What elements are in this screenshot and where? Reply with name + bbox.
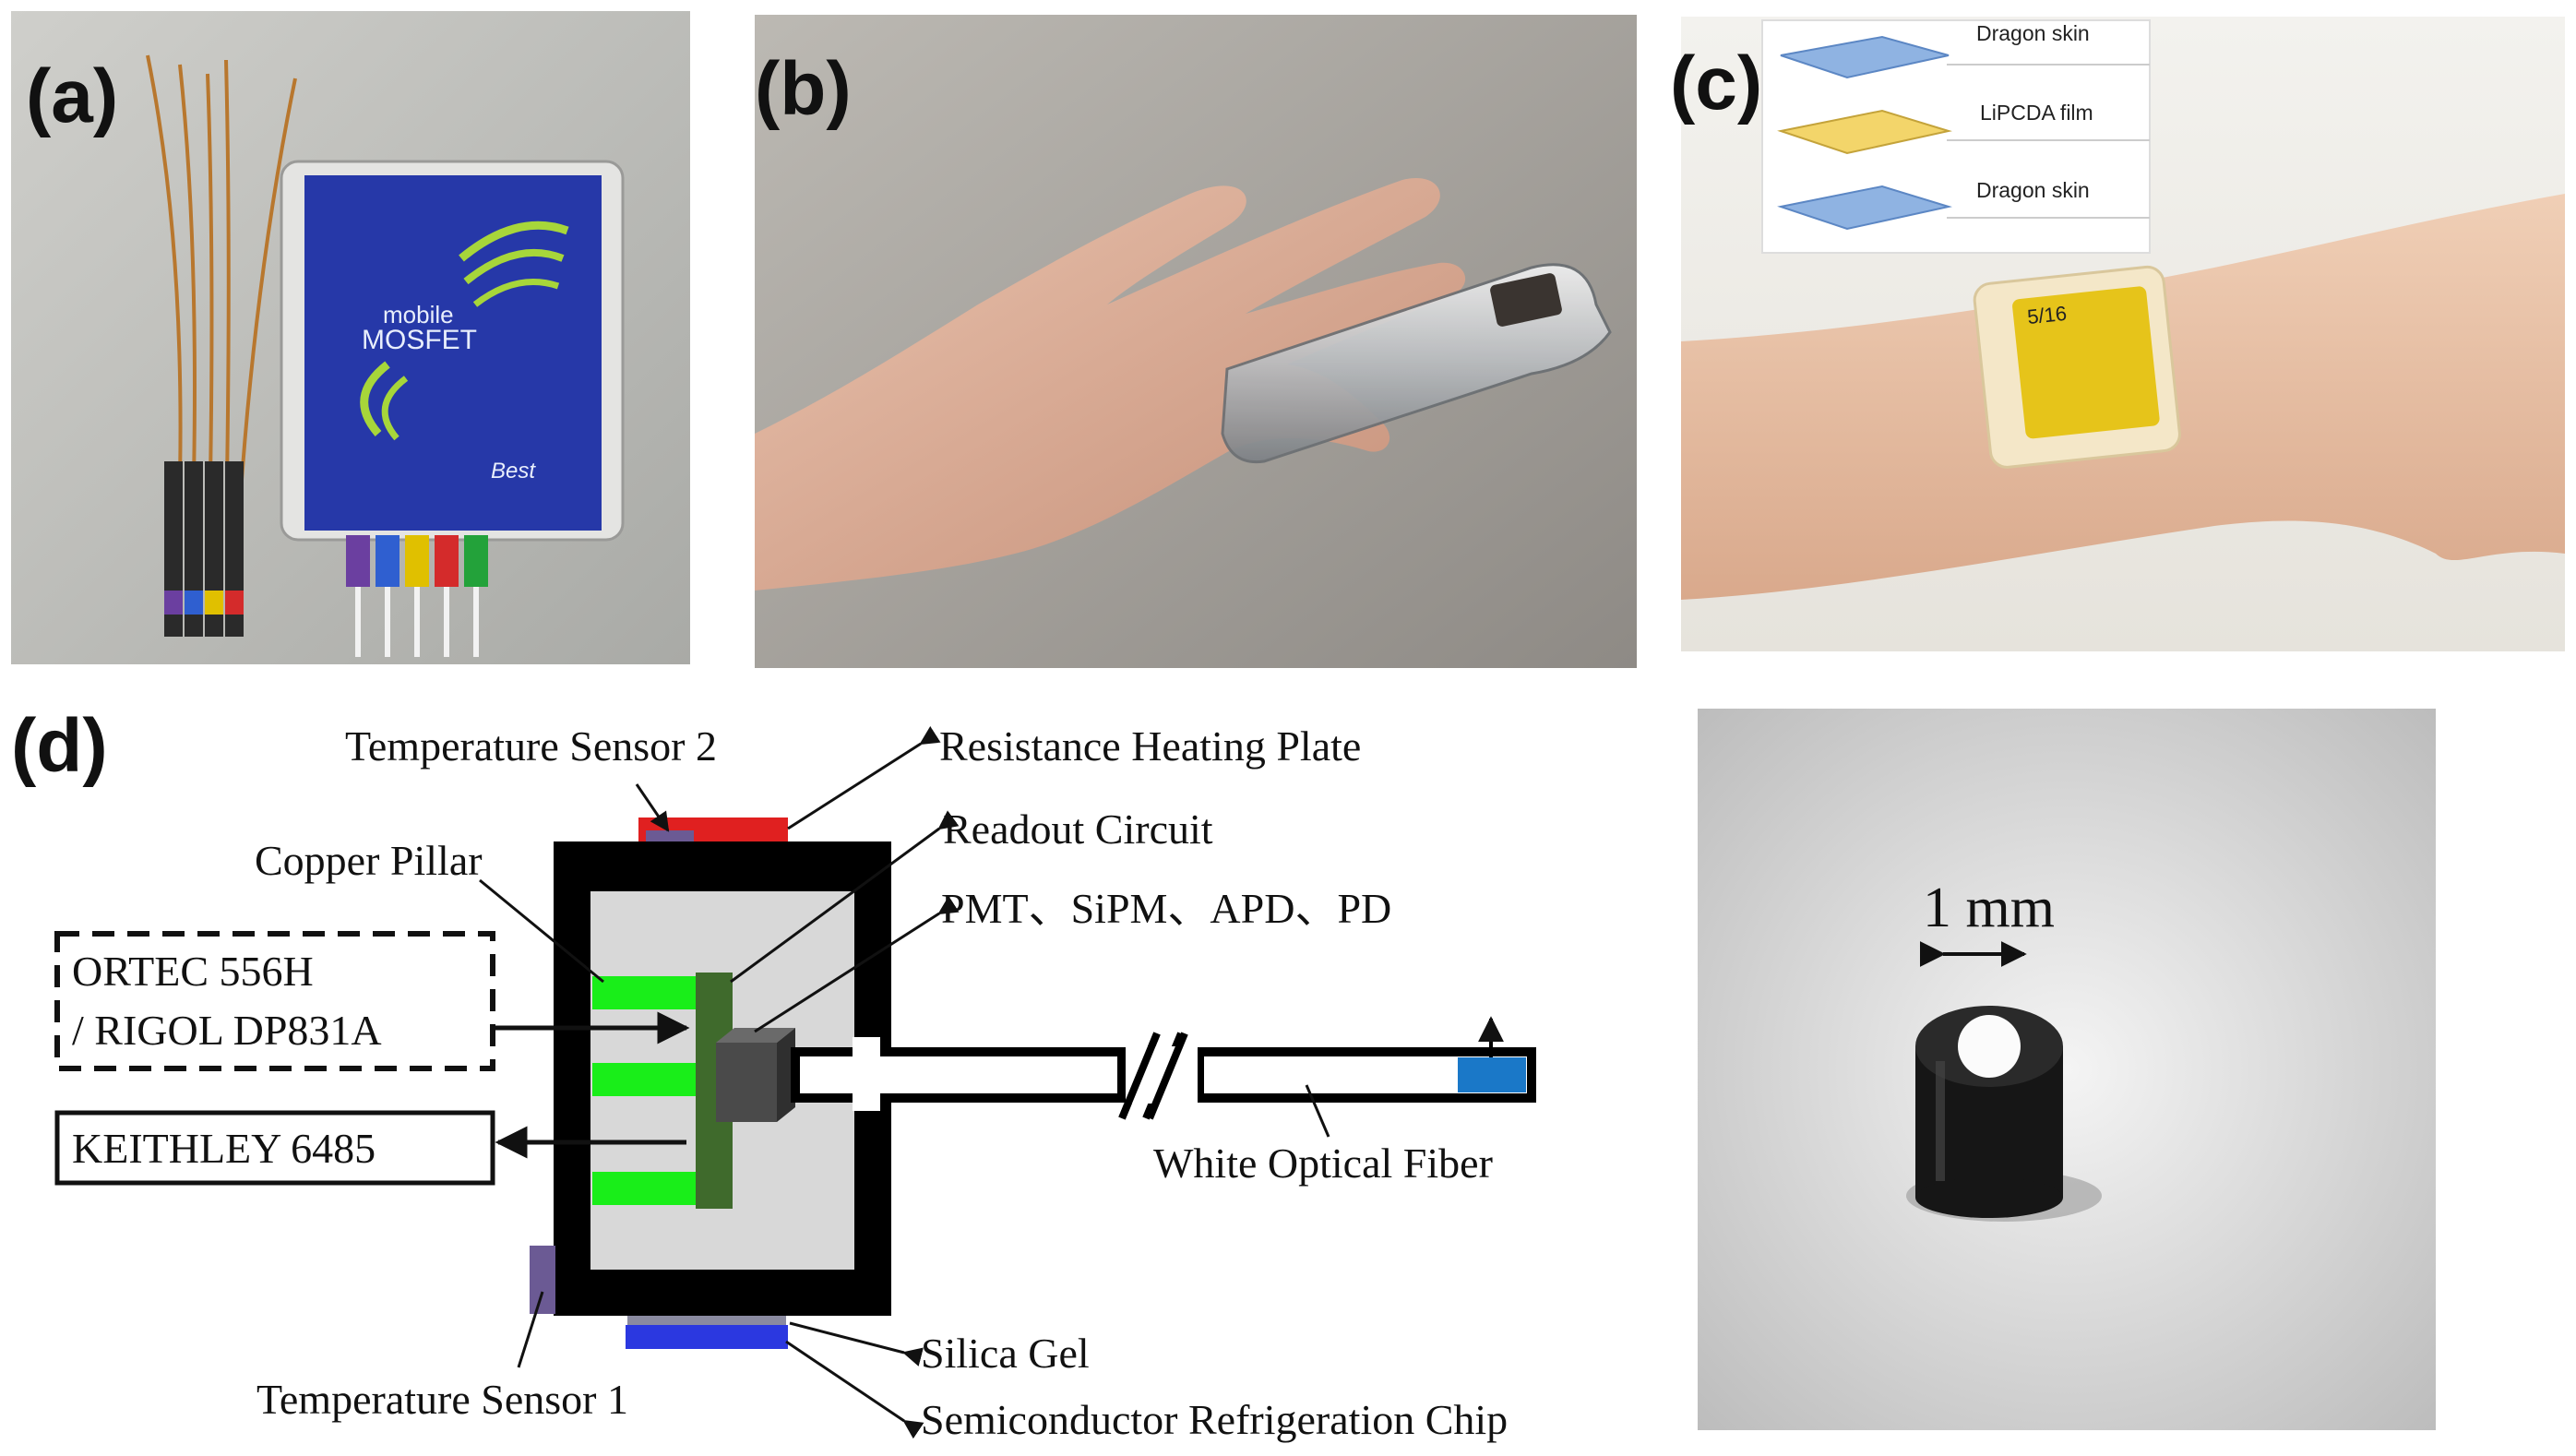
mobile-mosfet-reader: mobile MOSFET Best (280, 160, 625, 657)
silica-gel-layer (627, 1316, 786, 1325)
panel-b: (b) (755, 15, 1637, 668)
mosfet-probe-cables (164, 461, 244, 637)
panel-d: (d) ORTEC 556H / RIGOL DP831A KEITHLEY 6… (11, 704, 1536, 1443)
scintillator-core (1958, 1015, 2021, 1078)
cylindrical-detector-sample (1915, 1006, 2063, 1218)
copper-pillar (592, 976, 698, 1009)
label-temperature-sensor-1: Temperature Sensor 1 (256, 1376, 628, 1423)
lipcda-skin-patch: 5/16 (1973, 265, 2181, 469)
electrometer-label: KEITHLEY 6485 (72, 1125, 376, 1172)
dragon-skin-layer-bottom (1777, 185, 1952, 231)
probe-connector (376, 535, 400, 587)
leader-lines (479, 725, 1330, 1439)
electrometer-box (54, 1110, 495, 1186)
probe-color-band (185, 591, 203, 615)
label-white-optical-fiber: White Optical Fiber (1153, 1140, 1493, 1187)
label-readout-circuit: Readout Circuit (943, 806, 1213, 853)
probe-connector (435, 535, 459, 587)
patch-marking: 5/16 (2026, 302, 2068, 328)
photodetector (716, 1028, 795, 1122)
panel-e: 1 mm (1698, 709, 2436, 1430)
label-copper-pillar: Copper Pillar (255, 837, 483, 884)
inset-label-lipcda-film: LiPCDA film (1980, 101, 2093, 125)
inset-label-dragon-skin-bottom: Dragon skin (1976, 178, 2090, 202)
panel-b-label: (b) (755, 47, 852, 131)
power-supply-label-line2: / RIGOL DP831A (72, 1007, 382, 1054)
power-supply-label-line1: ORTEC 556H (72, 948, 314, 995)
temperature-sensor-1 (530, 1246, 555, 1314)
copper-pillar (592, 1063, 698, 1096)
label-resistance-heating-plate: Resistance Heating Plate (939, 722, 1361, 770)
panel-c: 5/16 Dragon skin LiPCDA film Dragon skin… (1670, 17, 2565, 651)
mosfet-probe-wires (146, 54, 297, 481)
probe-connector (346, 535, 370, 587)
device-model-line1: mobile (383, 301, 454, 328)
dragon-skin-layer-top (1780, 35, 1950, 79)
panel-d-label: (d) (11, 704, 108, 788)
fiber-scintillator-tip (1458, 1057, 1526, 1092)
probe-connector (464, 535, 488, 587)
label-temperature-sensor-2: Temperature Sensor 2 (345, 722, 717, 770)
hand (755, 178, 1466, 591)
label-silica-gel: Silica Gel (921, 1330, 1090, 1377)
scale-bar-label: 1 mm (1923, 877, 2055, 939)
layer-structure-inset: Dragon skin LiPCDA film Dragon skin (1761, 19, 2151, 254)
probe-connector (405, 535, 429, 587)
panel-a-label: (a) (26, 54, 118, 138)
power-supply-box (54, 931, 495, 1071)
panel-a: mobile MOSFET Best (a) (11, 11, 690, 664)
device-brand-logo: Best (491, 459, 536, 483)
probe-color-band (164, 591, 183, 615)
lipcda-film-layer (1777, 109, 1952, 155)
panel-e-photo-background (1698, 709, 2436, 1430)
copper-pillar (592, 1172, 698, 1205)
refrigeration-chip (626, 1325, 788, 1349)
label-photodetectors: PMT、SiPM、APD、PD (941, 885, 1391, 932)
inset-label-dragon-skin-top: Dragon skin (1976, 21, 2090, 45)
device-model-line2: MOSFET (362, 325, 477, 355)
probe-color-band (225, 591, 244, 615)
label-refrigeration-chip: Semiconductor Refrigeration Chip (921, 1396, 1508, 1443)
finger-dosimeter-holder (1221, 263, 1612, 464)
optical-fiber (791, 1016, 1536, 1120)
probe-color-band (205, 591, 223, 615)
panel-c-label: (c) (1670, 42, 1762, 125)
